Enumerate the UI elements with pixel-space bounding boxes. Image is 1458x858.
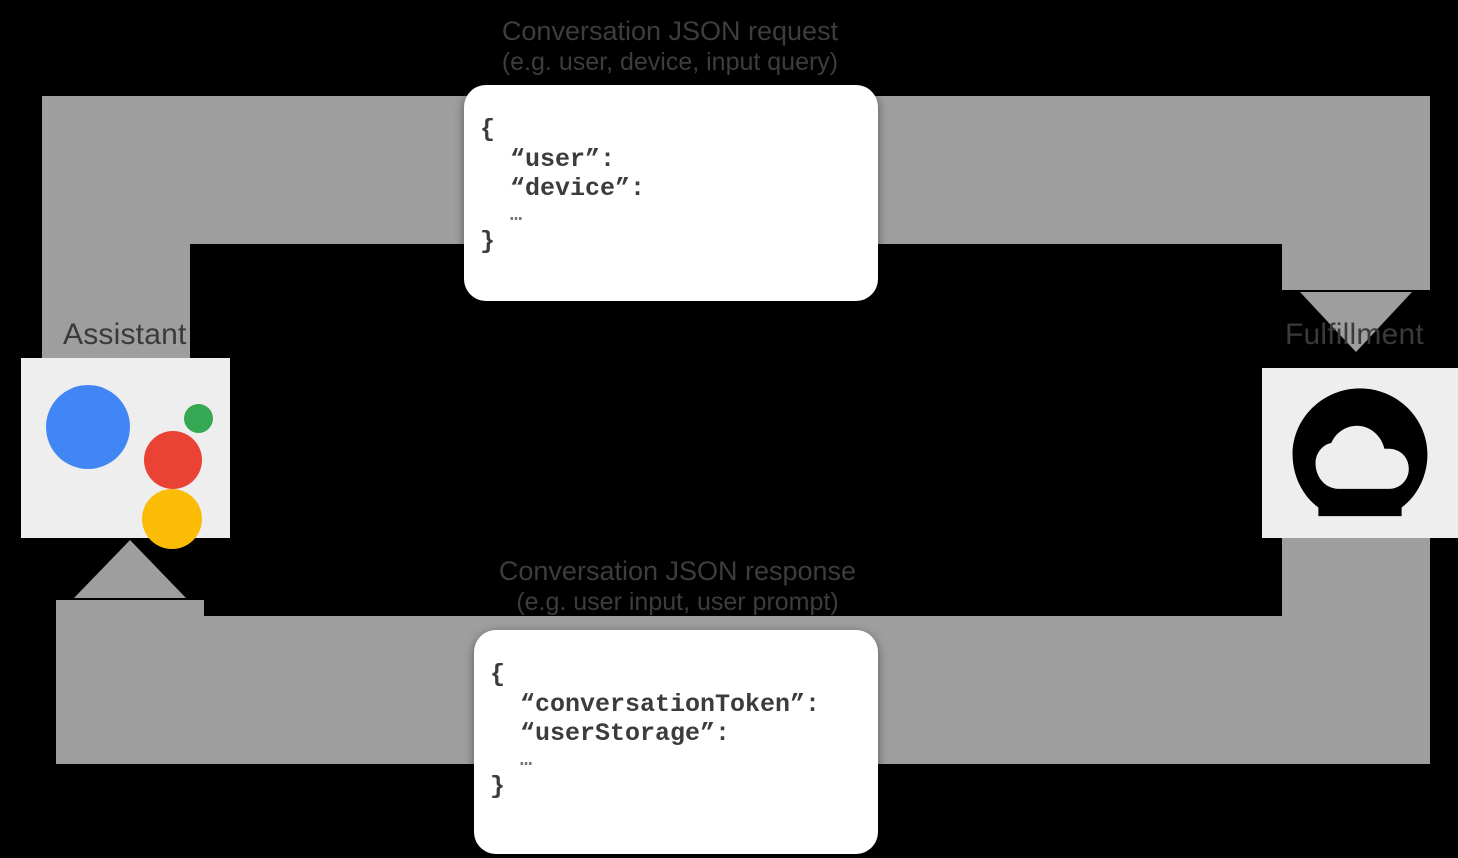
request-edge-label: Conversation JSON request (e.g. user, de…: [0, 16, 1340, 77]
assistant-dot-yellow-icon: [141, 489, 202, 549]
response-edge-subtitle: (e.g. user input, user prompt): [516, 587, 839, 616]
request-key-user: “user”:: [510, 144, 616, 174]
request-close-brace: }: [480, 227, 496, 257]
request-edge-subtitle: (e.g. user, device, input query): [501, 47, 839, 76]
fulfillment-caption: Fulfillment: [1285, 318, 1424, 351]
request-key-device: “device”:: [510, 174, 646, 203]
fulfillment-node[interactable]: [1262, 368, 1458, 538]
response-open-brace: {: [490, 660, 506, 689]
assistant-dot-green-icon: [183, 404, 213, 433]
response-key-user-storage: “userStorage”:: [520, 719, 731, 748]
assistant-caption: Assistant: [63, 318, 187, 351]
response-edge-title: Conversation JSON response: [498, 556, 857, 586]
google-assistant-logo-icon: [41, 373, 213, 549]
request-edge-title: Conversation JSON request: [501, 16, 839, 46]
response-key-conversation-token: “conversationToken”:: [520, 689, 821, 719]
request-ellipsis: …: [510, 203, 523, 227]
response-edge-label: Conversation JSON response (e.g. user in…: [0, 556, 1355, 617]
cloud-functions-logo-icon: [1292, 388, 1428, 517]
assistant-dot-red-icon: [143, 431, 202, 489]
response-ellipsis: …: [520, 748, 533, 772]
response-json-card: { “conversationToken”: “userStorage”: … …: [474, 630, 878, 854]
assistant-node[interactable]: [21, 358, 230, 549]
assistant-dot-blue-icon: [45, 385, 130, 469]
response-close-brace: }: [490, 772, 506, 802]
request-json-card: { “user”: “device”: … }: [464, 85, 878, 301]
request-open-brace: {: [480, 115, 496, 144]
